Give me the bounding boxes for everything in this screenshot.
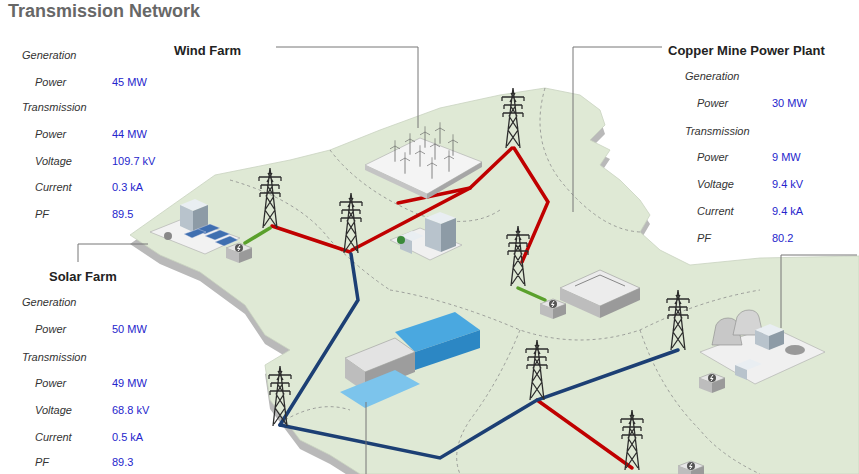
field-value: 9.4 kV	[772, 178, 803, 191]
section-heading: Transmission	[22, 351, 87, 364]
field-value: 80.2	[772, 232, 793, 245]
wind-farm-picture	[365, 122, 482, 199]
callout-title: Copper Mine Power Plant	[668, 44, 825, 57]
field-name: Current	[697, 205, 734, 218]
field-value: 50 MW	[112, 323, 147, 336]
field-name: Current	[35, 431, 72, 444]
leader-lines	[78, 47, 857, 474]
field-name: PF	[35, 456, 49, 469]
power-plant-picture	[700, 310, 825, 384]
field-name: Power	[35, 323, 66, 336]
section-heading: Generation	[685, 70, 739, 83]
field-name: Current	[35, 181, 72, 194]
field-value: 89.5	[112, 208, 133, 221]
field-value: 109.7 kV	[112, 155, 155, 168]
field-name: Voltage	[697, 178, 734, 191]
substations	[226, 243, 725, 474]
office-building-picture	[390, 212, 462, 260]
field-name: Power	[697, 151, 728, 164]
field-value: 45 MW	[112, 76, 147, 89]
section-heading: Generation	[22, 296, 76, 309]
land-map	[130, 88, 859, 474]
field-value: 0.3 kA	[112, 181, 143, 194]
copper-mine-plant-picture	[560, 270, 640, 318]
field-name: Power	[35, 128, 66, 141]
callout-title: Solar Farm	[49, 270, 117, 283]
field-name: PF	[35, 208, 49, 221]
transmission-lines	[245, 148, 678, 468]
field-name: Power	[35, 377, 66, 390]
section-heading: Transmission	[685, 125, 750, 138]
section-heading: Generation	[22, 49, 76, 62]
towers	[259, 88, 689, 470]
dam-picture	[340, 312, 480, 408]
field-value: 49 MW	[112, 377, 147, 390]
field-value: 44 MW	[112, 128, 147, 141]
field-value: 30 MW	[772, 97, 807, 110]
field-name: Power	[35, 76, 66, 89]
field-value: 68.8 kV	[112, 404, 149, 417]
section-heading: Transmission	[22, 101, 87, 114]
field-name: Voltage	[35, 404, 72, 417]
field-name: Power	[697, 97, 728, 110]
field-value: 9 MW	[772, 151, 801, 164]
field-name: Voltage	[35, 155, 72, 168]
field-value: 0.5 kA	[112, 431, 143, 444]
field-value: 89.3	[112, 456, 133, 469]
map-title: Transmission Network	[8, 1, 200, 22]
field-value: 9.4 kA	[772, 205, 803, 218]
solar-farm-picture	[150, 199, 240, 254]
field-name: PF	[697, 232, 711, 245]
callout-title: Wind Farm	[174, 44, 241, 57]
